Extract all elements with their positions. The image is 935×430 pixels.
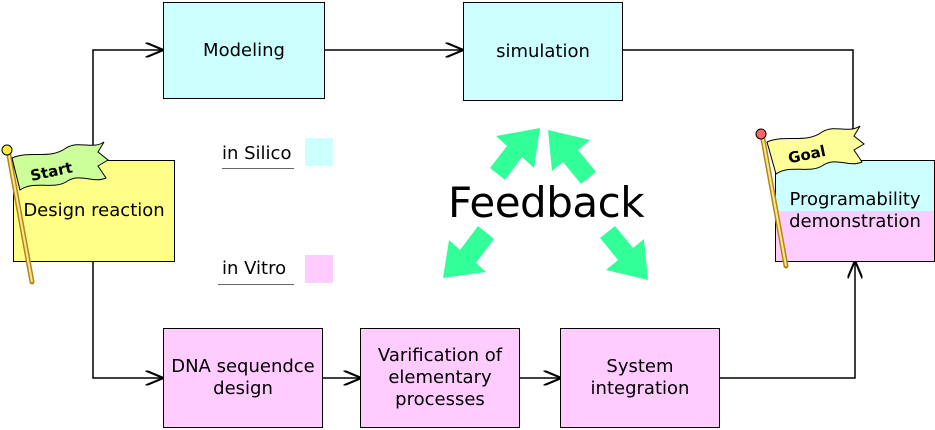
node-modeling: Modeling <box>163 2 325 99</box>
feedback-arrow-down-left <box>443 226 494 278</box>
node-verification-label: Varification of elementary processes <box>377 345 503 410</box>
node-dna-design-label: DNA sequendce design <box>171 356 315 399</box>
feedback-label: Feedback <box>448 178 645 227</box>
node-simulation: simulation <box>463 2 623 101</box>
edge-simulation-goal <box>623 49 854 160</box>
node-design-reaction-label: Design reaction <box>23 200 165 221</box>
legend-vitro-label: in Vitro <box>222 258 287 279</box>
start-flag-icon <box>1 141 109 285</box>
node-simulation-label: simulation <box>496 40 590 62</box>
edge-start-dna <box>92 262 162 378</box>
edge-system-goal <box>720 262 855 379</box>
goal-flag-icon <box>755 125 865 269</box>
node-verification: Varification of elementary processes <box>360 328 520 428</box>
node-programability: Programability demonstration <box>775 160 935 262</box>
legend-vitro-underline <box>218 284 294 285</box>
legend-silico-underline <box>222 168 294 169</box>
node-programability-label: Programability demonstration <box>789 189 921 232</box>
edge-start-modeling <box>92 50 162 160</box>
feedback-arrow-up-right <box>548 130 596 184</box>
feedback-arrow-up-left <box>490 128 540 180</box>
legend-silico-label: in Silico <box>222 143 292 164</box>
node-system-integration-label: System integration <box>590 356 690 399</box>
node-system-integration: System integration <box>560 328 720 428</box>
node-dna-design: DNA sequendce design <box>163 328 323 428</box>
node-modeling-label: Modeling <box>203 39 285 61</box>
feedback-arrow-down-right <box>600 226 648 280</box>
legend-silico-swatch <box>305 138 333 166</box>
legend-vitro-swatch <box>305 255 333 283</box>
